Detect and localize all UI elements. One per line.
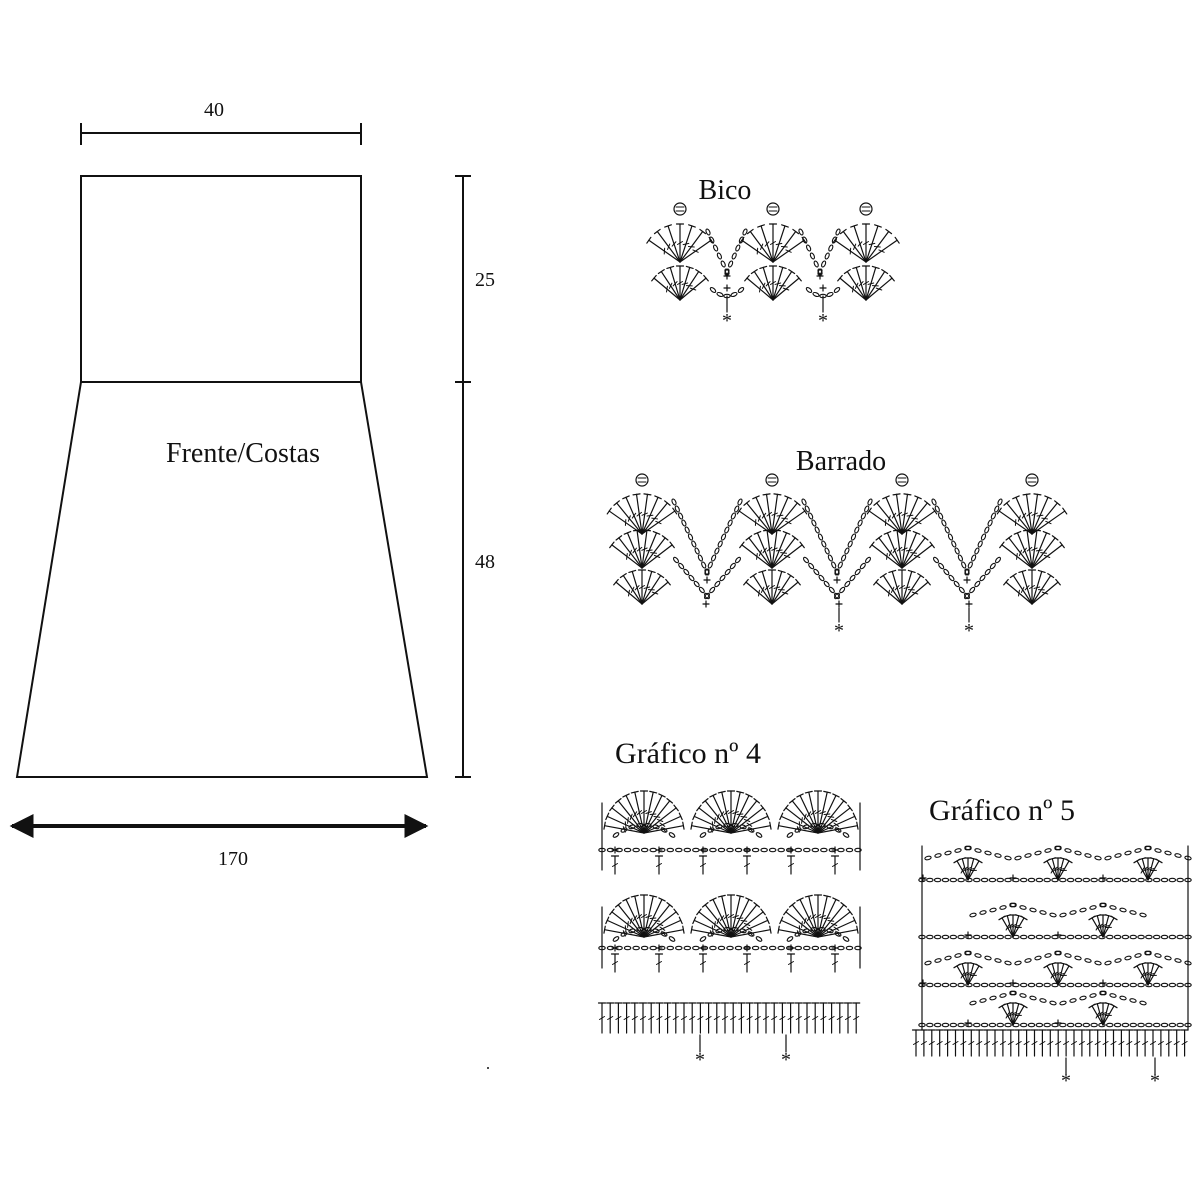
grafico-5-repeat-mark-2: * bbox=[1150, 1070, 1160, 1092]
bico-repeat-mark-1: * bbox=[722, 310, 732, 332]
bico-title: Bico bbox=[699, 175, 752, 206]
bico-chart: Bico * * bbox=[646, 175, 900, 332]
barrado-repeat-mark-2: * bbox=[964, 620, 974, 642]
grafico-4-chart: Gráfico nº 4 * * bbox=[597, 737, 862, 1071]
bico-stitch-diagram bbox=[646, 202, 900, 313]
upper-height-label: 25 bbox=[475, 269, 495, 291]
barrado-repeat-mark-1: * bbox=[834, 620, 844, 642]
grafico-4-repeat-mark-1: * bbox=[695, 1049, 705, 1071]
grafico-5-chart: Gráfico nº 5 * * bbox=[911, 794, 1192, 1092]
grafico-4-title: Gráfico nº 4 bbox=[615, 737, 761, 770]
bodice-outline bbox=[80, 175, 362, 383]
stray-dot bbox=[487, 1067, 489, 1069]
barrado-stitch-diagram bbox=[606, 473, 1068, 623]
bottom-width-dimension: 170 bbox=[9, 814, 429, 870]
barrado-chart: Barrado * * bbox=[606, 446, 1068, 642]
piece-label: Frente/Costas bbox=[166, 438, 320, 469]
garment-schematic: 40 Frente/Costas 25 48 170 bbox=[9, 99, 495, 870]
grafico-5-stitch-diagram bbox=[911, 845, 1192, 1075]
skirt-outline bbox=[15, 381, 429, 778]
bottom-width-label: 170 bbox=[218, 848, 248, 870]
lower-height-label: 48 bbox=[475, 551, 495, 573]
grafico-4-repeat-mark-2: * bbox=[781, 1049, 791, 1071]
grafico-5-repeat-mark-1: * bbox=[1061, 1070, 1071, 1092]
barrado-title: Barrado bbox=[796, 446, 886, 477]
height-dimension: 25 48 bbox=[455, 175, 495, 778]
grafico-4-stitch-diagram bbox=[597, 790, 862, 1053]
bico-repeat-mark-2: * bbox=[818, 310, 828, 332]
grafico-5-title: Gráfico nº 5 bbox=[929, 794, 1075, 827]
top-width-dimension: 40 bbox=[80, 99, 362, 145]
top-width-label: 40 bbox=[204, 99, 224, 121]
